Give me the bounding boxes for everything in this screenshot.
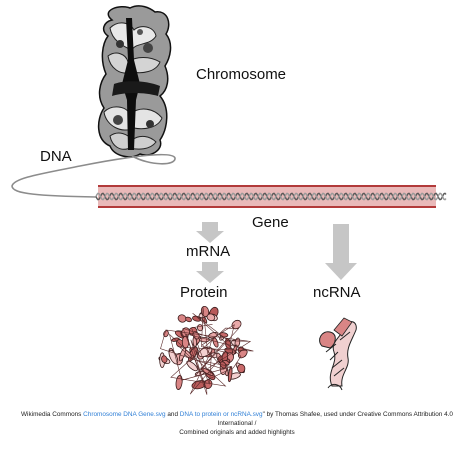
caption-link-dna-protein-svg[interactable]: DNA to protein or ncRNA.svg [179, 411, 263, 418]
label-mrna: mRNA [186, 243, 231, 260]
dna-strand-curve [11, 153, 176, 198]
arrow-gene-to-mrna [196, 222, 224, 243]
label-gene: Gene [252, 214, 289, 231]
dna-helix [95, 192, 447, 201]
protein-helix-segment [163, 330, 169, 338]
protein-helix-segment [175, 375, 183, 390]
caption-and: and [167, 411, 179, 418]
chromosome-image [97, 5, 172, 158]
protein-helix-segment [186, 360, 198, 372]
protein-helix-segment [177, 314, 187, 323]
ncrna-structure-image [319, 317, 357, 391]
protein-helix-segment [206, 313, 216, 322]
protein-helix-segment [185, 316, 192, 323]
protein-backbone [160, 307, 254, 395]
caption-link-chromosome-svg[interactable]: Chromosome DNA Gene.svg [83, 411, 166, 418]
label-dna: DNA [40, 148, 72, 165]
label-ncrna: ncRNA [313, 284, 361, 301]
protein-helix-segment [161, 355, 168, 364]
protein-helix-segment [231, 319, 242, 330]
label-chromosome: Chromosome [196, 66, 287, 83]
protein-helix-segment [168, 349, 179, 365]
arrow-gene-to-ncrna [325, 224, 357, 280]
protein-helix-segment [237, 363, 246, 374]
caption-prefix: Wikimedia Commons [21, 411, 82, 418]
arrow-mrna-to-protein [196, 262, 224, 283]
caption-line2: Combined originals and added highlights [179, 429, 295, 436]
caption-suffix: " by Thomas Shafee, used under Creative … [217, 411, 453, 427]
attribution-caption: Wikimedia Commons Chromosome DNA Gene.sv… [10, 410, 464, 437]
protein-helix-segment [181, 335, 190, 349]
dna-helix-strand [95, 192, 447, 201]
protein-structure-image [158, 305, 254, 395]
label-protein: Protein [180, 284, 228, 301]
